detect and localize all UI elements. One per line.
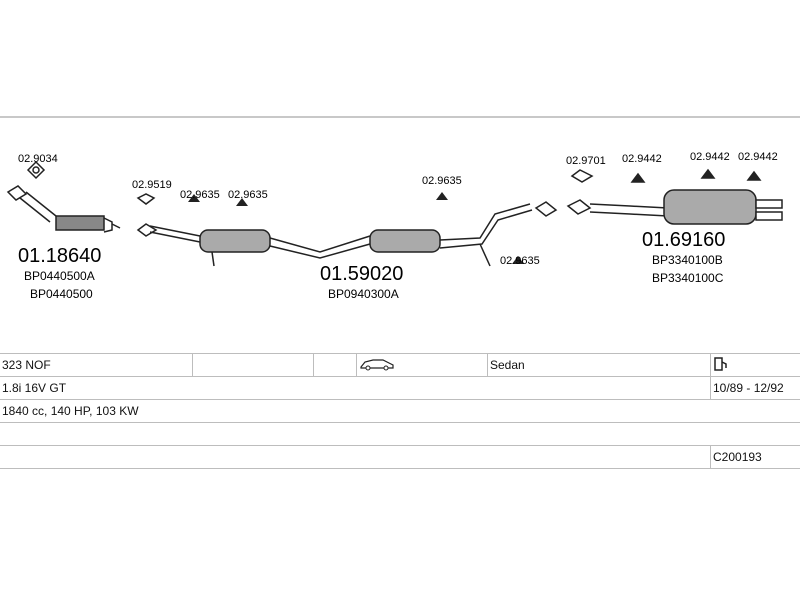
oem-middle: BP0940300A	[328, 287, 399, 301]
part-number-middle: 01.59020	[320, 263, 403, 285]
part-label-hanger-6: 02.9442	[690, 151, 730, 163]
vehicle-row-4	[0, 422, 800, 446]
engine-specs: 1840 cc, 140 HP, 103 KW	[0, 399, 800, 423]
body-type: Sedan	[487, 353, 711, 377]
part-number-front-pipe: 01.18640	[18, 245, 101, 267]
vehicle-row-3: 1840 cc, 140 HP, 103 KW	[0, 399, 800, 423]
part-label-hanger-5: 02.9442	[622, 153, 662, 165]
vehicle-model: 323 NOF	[0, 353, 193, 377]
vehicle-row-1: 323 NOF Sedan	[0, 353, 800, 377]
hanger-icon	[188, 192, 524, 264]
part-label-hanger-7: 02.9442	[738, 151, 778, 163]
part-label-gasket-1: 02.9034	[18, 153, 58, 165]
part-number-rear: 01.69160	[642, 229, 725, 251]
middle-section-icon	[149, 203, 533, 267]
car-sedan-icon	[356, 353, 488, 377]
oem-rear-2: BP3340100C	[652, 271, 724, 285]
rear-gasket-icon	[534, 169, 594, 217]
part-label-hanger-1: 02.9635	[180, 189, 220, 201]
vehicle-row-5: C200193	[0, 445, 800, 469]
catalog-code: C200193	[710, 445, 800, 469]
oem-rear-1: BP3340100B	[652, 253, 723, 267]
part-label-hanger-4: 02.9635	[500, 255, 540, 267]
exhaust-diagram: 02.9034 01.18640 BP0440500A BP0440500 02…	[6, 151, 783, 301]
part-label-hanger-3: 02.9635	[422, 175, 462, 187]
clamp-icon	[136, 193, 158, 237]
oem-front-pipe-1: BP0440500A	[24, 269, 95, 283]
rear-muffler-icon	[566, 168, 783, 225]
part-label-clamp-1: 02.9519	[132, 179, 172, 191]
vehicle-row-2: 1.8i 16V GT 10/89 - 12/92	[0, 376, 800, 400]
production-years: 10/89 - 12/92	[710, 376, 800, 400]
front-pipe-icon	[6, 185, 121, 233]
vehicle-info-table: 323 NOF Sedan 1.8i 16V GT 10/89 - 12/92 …	[0, 353, 800, 469]
oem-front-pipe-2: BP0440500	[30, 287, 93, 301]
front-gasket-icon	[26, 160, 46, 180]
fuel-pump-icon	[710, 353, 800, 377]
part-label-gasket-2: 02.9701	[566, 155, 606, 167]
engine-variant: 1.8i 16V GT	[0, 376, 711, 400]
part-label-hanger-2: 02.9635	[228, 189, 268, 201]
top-border	[0, 116, 800, 118]
